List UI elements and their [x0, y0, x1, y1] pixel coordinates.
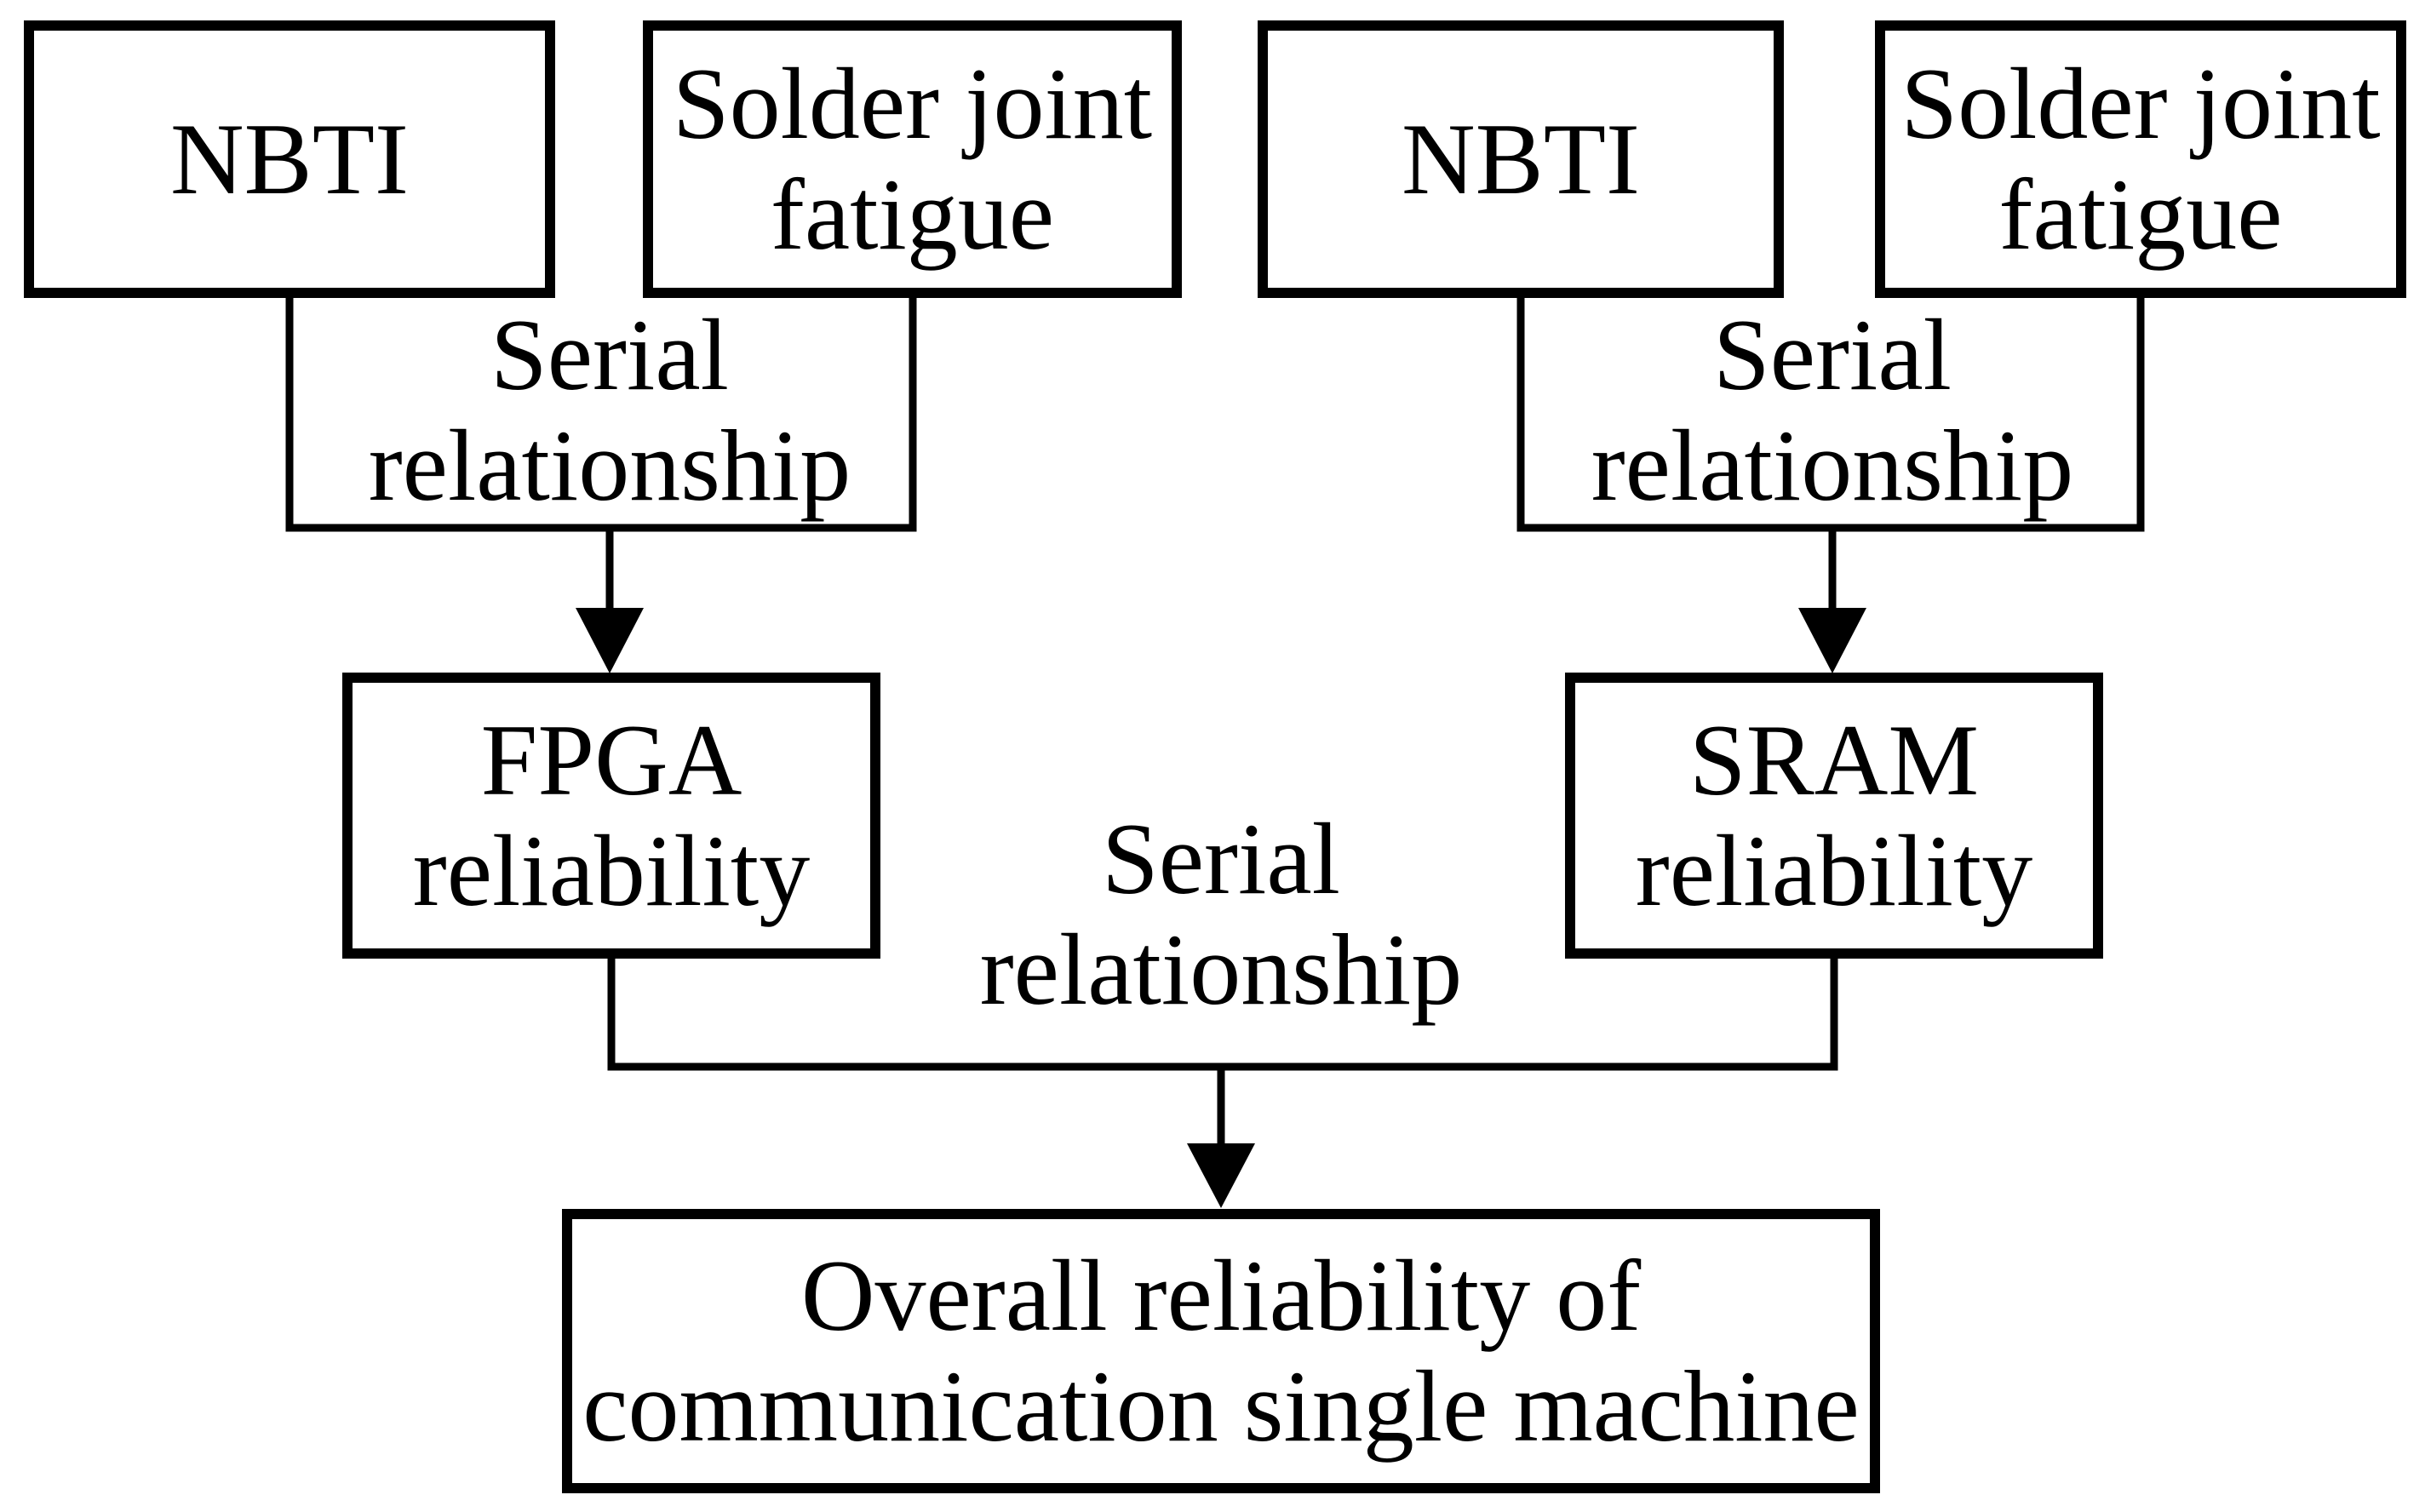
node-label: fatigue: [770, 158, 1055, 271]
arrowhead-left-icon: [576, 608, 644, 673]
node-label: Overall reliability of: [800, 1239, 1642, 1352]
edge-label-serial-left: Serial relationship: [346, 300, 874, 521]
node-label: reliability: [1635, 814, 2033, 927]
edge-label-line: relationship: [368, 409, 851, 522]
node-solder-joint-fatigue-left: Solder joint fatigue: [643, 20, 1182, 298]
node-label: SRAM: [1688, 703, 1980, 816]
edge-label-line: relationship: [1591, 409, 2074, 522]
edge-label-line: Serial: [1713, 298, 1952, 411]
edge-label-serial-right: Serial relationship: [1568, 300, 2096, 521]
node-label: Solder joint: [1900, 47, 2381, 160]
node-label: fatigue: [1998, 158, 2283, 271]
edge-label-line: Serial: [490, 298, 729, 411]
node-sram-reliability: SRAM reliability: [1565, 673, 2103, 959]
node-label: NBTI: [170, 102, 409, 215]
arrowhead-right-icon: [1798, 608, 1866, 673]
node-label: FPGA: [480, 703, 742, 816]
node-solder-joint-fatigue-right: Solder joint fatigue: [1875, 20, 2406, 298]
edge-label-line: Serial: [1102, 802, 1340, 915]
edge-label-serial-center: Serial relationship: [957, 804, 1485, 1025]
node-overall-reliability: Overall reliability of communication sin…: [562, 1209, 1880, 1493]
node-label: Solder joint: [672, 47, 1153, 160]
node-nbti-left: NBTI: [24, 20, 555, 298]
node-label: reliability: [412, 814, 811, 927]
arrowhead-center-icon: [1187, 1143, 1255, 1208]
node-label: NBTI: [1402, 102, 1640, 215]
node-fpga-reliability: FPGA reliability: [342, 673, 880, 959]
node-nbti-right: NBTI: [1258, 20, 1784, 298]
edge-label-line: relationship: [979, 913, 1463, 1026]
node-label: communication single machine: [582, 1349, 1860, 1463]
